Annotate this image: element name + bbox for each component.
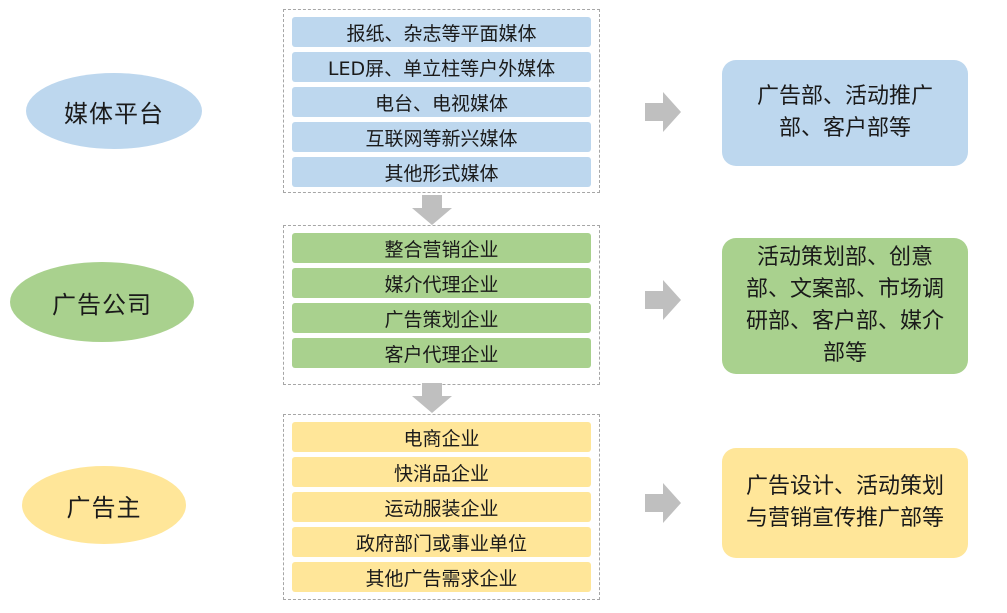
list-item: LED屏、单立柱等户外媒体 — [292, 52, 591, 82]
list-item: 快消品企业 — [292, 457, 591, 487]
arrow-right-icon — [645, 483, 681, 523]
category-label: 媒体平台 — [64, 99, 164, 128]
group-advertiser: 电商企业 快消品企业 运动服装企业 政府部门或事业单位 其他广告需求企业 — [283, 414, 600, 600]
list-item: 电商企业 — [292, 422, 591, 452]
result-box-ad-agency: 活动策划部、创意部、文案部、市场调研部、客户部、媒介部等 — [722, 238, 968, 374]
list-item: 媒介代理企业 — [292, 268, 591, 298]
list-item: 其他广告需求企业 — [292, 562, 591, 592]
category-label: 广告公司 — [52, 290, 152, 319]
category-ellipse-ad-agency: 广告公司 — [10, 262, 194, 342]
arrow-down-icon — [412, 383, 452, 413]
list-item: 报纸、杂志等平面媒体 — [292, 17, 591, 47]
arrow-right-icon — [645, 280, 681, 320]
category-ellipse-media-platform: 媒体平台 — [26, 73, 202, 149]
category-ellipse-advertiser: 广告主 — [22, 466, 186, 544]
list-item: 电台、电视媒体 — [292, 87, 591, 117]
list-item: 运动服装企业 — [292, 492, 591, 522]
group-ad-agency: 整合营销企业 媒介代理企业 广告策划企业 客户代理企业 — [283, 225, 600, 385]
result-box-media-platform: 广告部、活动推广部、客户部等 — [722, 60, 968, 166]
list-item: 政府部门或事业单位 — [292, 527, 591, 557]
arrow-right-icon — [645, 92, 681, 132]
list-item: 广告策划企业 — [292, 303, 591, 333]
list-item: 整合营销企业 — [292, 233, 591, 263]
result-text: 广告设计、活动策划与营销宣传推广部等 — [745, 474, 944, 531]
result-text: 活动策划部、创意部、文案部、市场调研部、客户部、媒介部等 — [745, 245, 944, 366]
list-item: 客户代理企业 — [292, 338, 591, 368]
list-item: 互联网等新兴媒体 — [292, 122, 591, 152]
group-media-platform: 报纸、杂志等平面媒体 LED屏、单立柱等户外媒体 电台、电视媒体 互联网等新兴媒… — [283, 9, 600, 193]
list-item: 其他形式媒体 — [292, 157, 591, 187]
category-label: 广告主 — [66, 493, 142, 522]
result-box-advertiser: 广告设计、活动策划与营销宣传推广部等 — [722, 448, 968, 558]
result-text: 广告部、活动推广部、客户部等 — [756, 84, 933, 141]
arrow-down-icon — [412, 195, 452, 225]
